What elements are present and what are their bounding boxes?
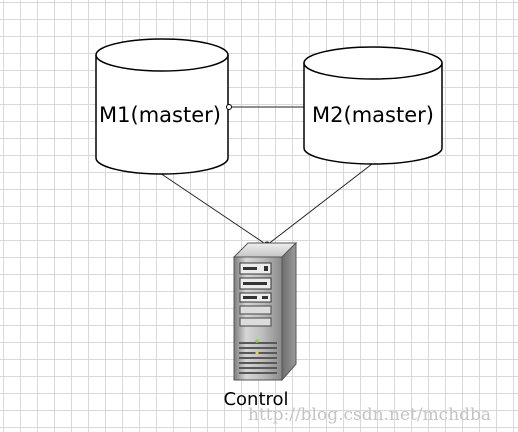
m1-cylinder-top: [95, 38, 229, 72]
m1-cylinder-body: [95, 55, 229, 175]
m2-cylinder-top: [303, 46, 443, 80]
m1-label: M1(master): [99, 103, 221, 127]
m1-database-node[interactable]: M1(master): [95, 38, 229, 175]
m2-label: M2(master): [312, 103, 434, 127]
m2-database-node[interactable]: M2(master): [303, 46, 443, 165]
tower-server-icon: [232, 241, 298, 382]
edge-m1-control: [159, 172, 268, 246]
m1-connection-point: [226, 104, 232, 110]
control-label: Control: [223, 389, 288, 410]
control-server-node[interactable]: Control: [223, 241, 298, 410]
edge-m2-control: [266, 163, 373, 246]
m2-cylinder-body: [303, 63, 443, 165]
watermark-text: http://blog.csdn.net/mchdba: [248, 405, 491, 425]
